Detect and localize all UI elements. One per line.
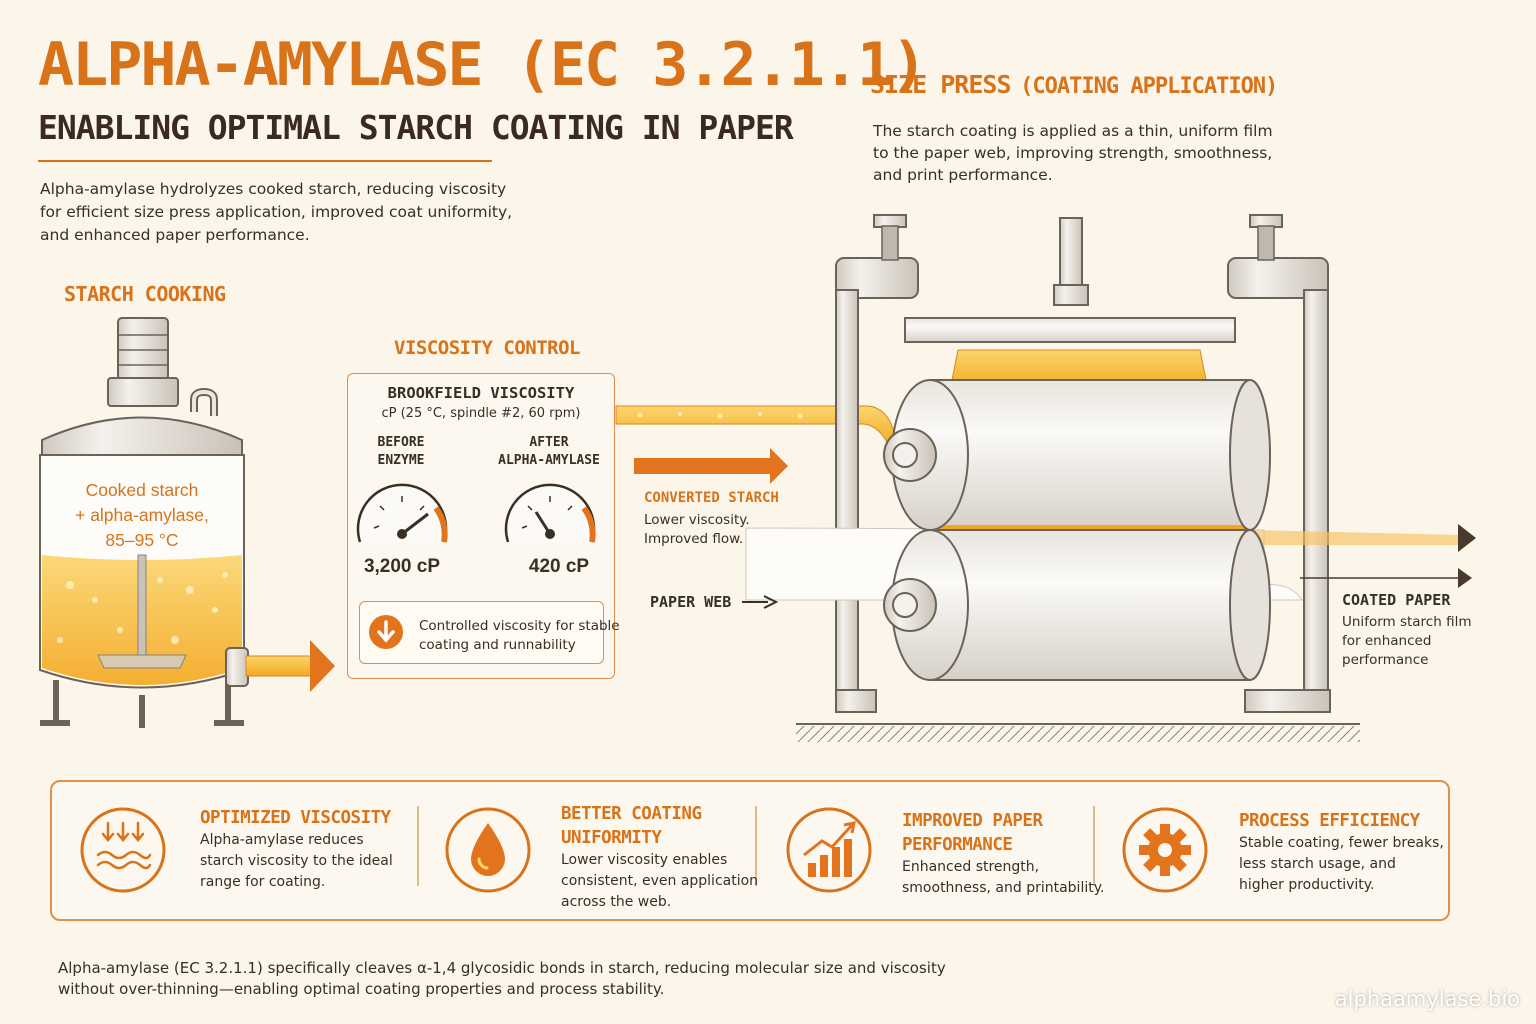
- size-press-description: The starch coating is applied as a thin,…: [873, 122, 1273, 184]
- intro-text: Alpha-amylase hydrolyzes cooked starch, …: [40, 180, 513, 244]
- starch-cooking-heading: STARCH COOKING: [64, 282, 226, 306]
- benefit-optimized-viscosity: OPTIMIZED VISCOSITY Alpha-amylase reduce…: [200, 808, 393, 890]
- converted-starch-heading: CONVERTED STARCH: [644, 490, 779, 506]
- coated-out-arrow-upper: [1458, 524, 1476, 552]
- page-subtitle: ENABLING OPTIMAL STARCH COATING IN PAPER: [38, 108, 794, 147]
- coated-paper-text: Uniform starch film for enhanced perform…: [1342, 614, 1472, 668]
- benefit-divider: [1093, 806, 1095, 886]
- paper-web-arrow: [763, 595, 779, 609]
- benefits-panel: [50, 780, 1450, 921]
- converted-starch-text: Lower viscosity. Improved flow.: [644, 512, 750, 547]
- droplet-icon: [445, 807, 531, 893]
- title-rule: [38, 160, 492, 162]
- viscosity-waves-icon: [80, 807, 166, 893]
- benefit-process-efficiency: PROCESS EFFICIENCY Stable coating, fewer…: [1239, 811, 1444, 893]
- process-diagram: [39, 214, 1476, 742]
- before-label: BEFORE ENZYME: [377, 435, 425, 468]
- benefit-paper-performance: IMPROVED PAPER PERFORMANCE Enhanced stre…: [902, 811, 1105, 896]
- coated-out-arrow-lower: [1458, 568, 1472, 588]
- viscosity-note: Controlled viscosity for stable coating …: [419, 618, 620, 653]
- cooking-tank: [39, 317, 335, 728]
- footer-note: Alpha-amylase (EC 3.2.1.1) specifically …: [58, 959, 946, 998]
- after-label: AFTER ALPHA-AMYLASE: [498, 435, 600, 468]
- page-title: ALPHA-AMYLASE (EC 3.2.1.1): [38, 30, 927, 100]
- before-value: 3,200 cP: [363, 556, 441, 577]
- brookfield-conditions: cP (25 °C, spindle #2, 60 rpm): [381, 406, 581, 421]
- tank-label: Cooked starch + alpha-amylase, 85–95 °C: [75, 480, 209, 550]
- brookfield-title: BROOKFIELD VISCOSITY: [387, 384, 575, 402]
- after-value: 420 cP: [528, 556, 590, 577]
- benefit-divider: [417, 806, 419, 886]
- benefit-divider: [755, 806, 757, 886]
- paper-web-label: PAPER WEB: [650, 593, 732, 611]
- converted-arrow: [634, 448, 788, 484]
- coated-paper-heading: COATED PAPER: [1342, 591, 1451, 609]
- viscosity-heading: VISCOSITY CONTROL: [394, 337, 580, 359]
- after-gauge-icon: [504, 483, 596, 543]
- size-press-heading: SIZE PRESS (COATING APPLICATION): [870, 70, 1278, 99]
- coated-web: [1250, 530, 1460, 545]
- benefit-coating-uniformity: BETTER COATING UNIFORMITY Lower viscosit…: [561, 804, 759, 910]
- rising-chart-icon: [786, 807, 872, 893]
- before-gauge-icon: [356, 483, 448, 543]
- gear-icon: [1122, 807, 1208, 893]
- down-arrow-icon: [369, 615, 403, 649]
- watermark: alphaamylase.bio: [1334, 987, 1520, 1011]
- top-roller: [883, 379, 1271, 531]
- bottom-roller: [883, 529, 1271, 681]
